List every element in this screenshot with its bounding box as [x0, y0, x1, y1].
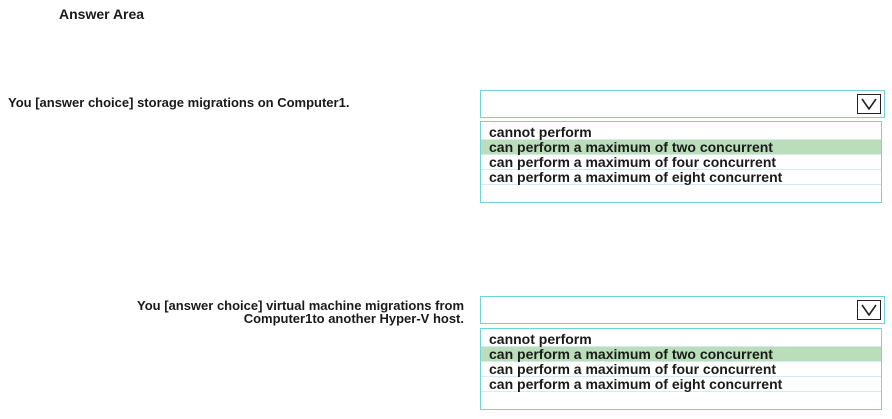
question2-text: You [answer choice] virtual machine migr… [21, 299, 464, 325]
question1-options-list: cannot perform can perform a maximum of … [480, 121, 882, 203]
question2-option-four-concurrent[interactable]: can perform a maximum of four concurrent [481, 362, 881, 377]
question1-dropdown[interactable] [480, 90, 885, 118]
question2-dropdown[interactable] [480, 296, 885, 324]
question1-option-eight-concurrent[interactable]: can perform a maximum of eight concurren… [481, 170, 881, 185]
question2-option-cannot-perform[interactable]: cannot perform [481, 332, 881, 347]
chevron-down-icon[interactable] [857, 94, 881, 114]
chevron-down-icon[interactable] [857, 300, 881, 320]
answer-area-title: Answer Area [59, 6, 145, 22]
question2-option-two-concurrent[interactable]: can perform a maximum of two concurrent [481, 347, 881, 362]
question2-text-line1: You [answer choice] virtual machine migr… [137, 298, 464, 313]
question1-option-four-concurrent[interactable]: can perform a maximum of four concurrent [481, 155, 881, 170]
question2-text-line2: Computer1to another Hyper-V host. [243, 311, 464, 326]
question1-option-two-concurrent[interactable]: can perform a maximum of two concurrent [481, 140, 881, 155]
question2-option-eight-concurrent[interactable]: can perform a maximum of eight concurren… [481, 377, 881, 392]
question1-text: You [answer choice] storage migrations o… [8, 95, 350, 110]
question2-options-list: cannot perform can perform a maximum of … [480, 328, 882, 410]
question1-option-cannot-perform[interactable]: cannot perform [481, 125, 881, 140]
